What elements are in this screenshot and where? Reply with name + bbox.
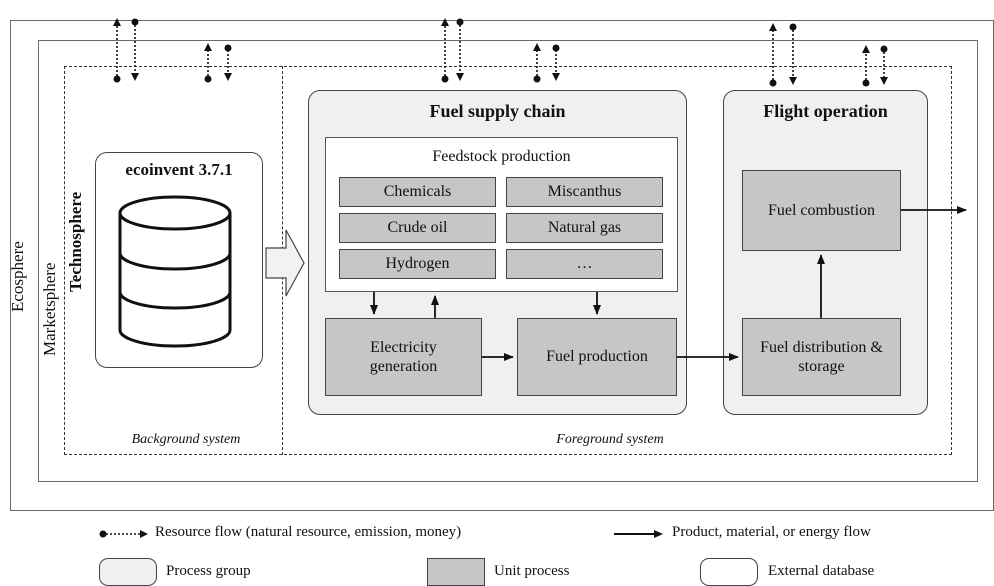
background-system-label: Background system <box>131 432 241 447</box>
resource-flow-pairs <box>116 25 885 80</box>
foreground-system-label: Foreground system <box>556 432 664 447</box>
feedstock-hydrogen: Hydrogen <box>339 249 496 279</box>
legend-product-flow-label: Product, material, or energy flow <box>672 524 871 540</box>
background-to-foreground-arrow <box>265 229 305 297</box>
feedstock-crude-oil: Crude oil <box>339 213 496 243</box>
legend-external-database-swatch <box>700 558 758 586</box>
legend-product-flow-symbol <box>614 530 663 538</box>
feedstock-miscanthus: Miscanthus <box>506 177 663 207</box>
fuel-distribution-unit: Fuel distribution & storage <box>742 318 901 396</box>
legend-resource-flow-label: Resource flow (natural resource, emissio… <box>155 524 462 540</box>
fuel-combustion-unit: Fuel combustion <box>742 170 901 251</box>
feedstock-production-title: Feedstock production <box>432 148 571 165</box>
legend-process-group-swatch <box>99 558 157 586</box>
resource-flow-ends <box>113 18 888 87</box>
database-icon <box>118 195 232 348</box>
fuel-supply-chain-title: Fuel supply chain <box>429 101 566 121</box>
legend-external-database-label: External database <box>768 563 875 579</box>
feedstock-chemicals: Chemicals <box>339 177 496 207</box>
technosphere-frame <box>64 66 952 455</box>
feedstock-natural-gas: Natural gas <box>506 213 663 243</box>
legend-resource-flow-symbol <box>99 530 148 538</box>
legend-unit-process-swatch <box>427 558 485 586</box>
flight-operation-title: Flight operation <box>763 101 888 121</box>
legend-process-group-label: Process group <box>166 563 251 579</box>
ecoinvent-title: ecoinvent 3.7.1 <box>125 160 233 179</box>
feedstock-more: … <box>506 249 663 279</box>
legend-unit-process-label: Unit process <box>494 563 570 579</box>
fuel-production-unit: Fuel production <box>517 318 677 396</box>
marketsphere-frame <box>38 40 978 482</box>
electricity-generation-unit: Electricity generation <box>325 318 482 396</box>
